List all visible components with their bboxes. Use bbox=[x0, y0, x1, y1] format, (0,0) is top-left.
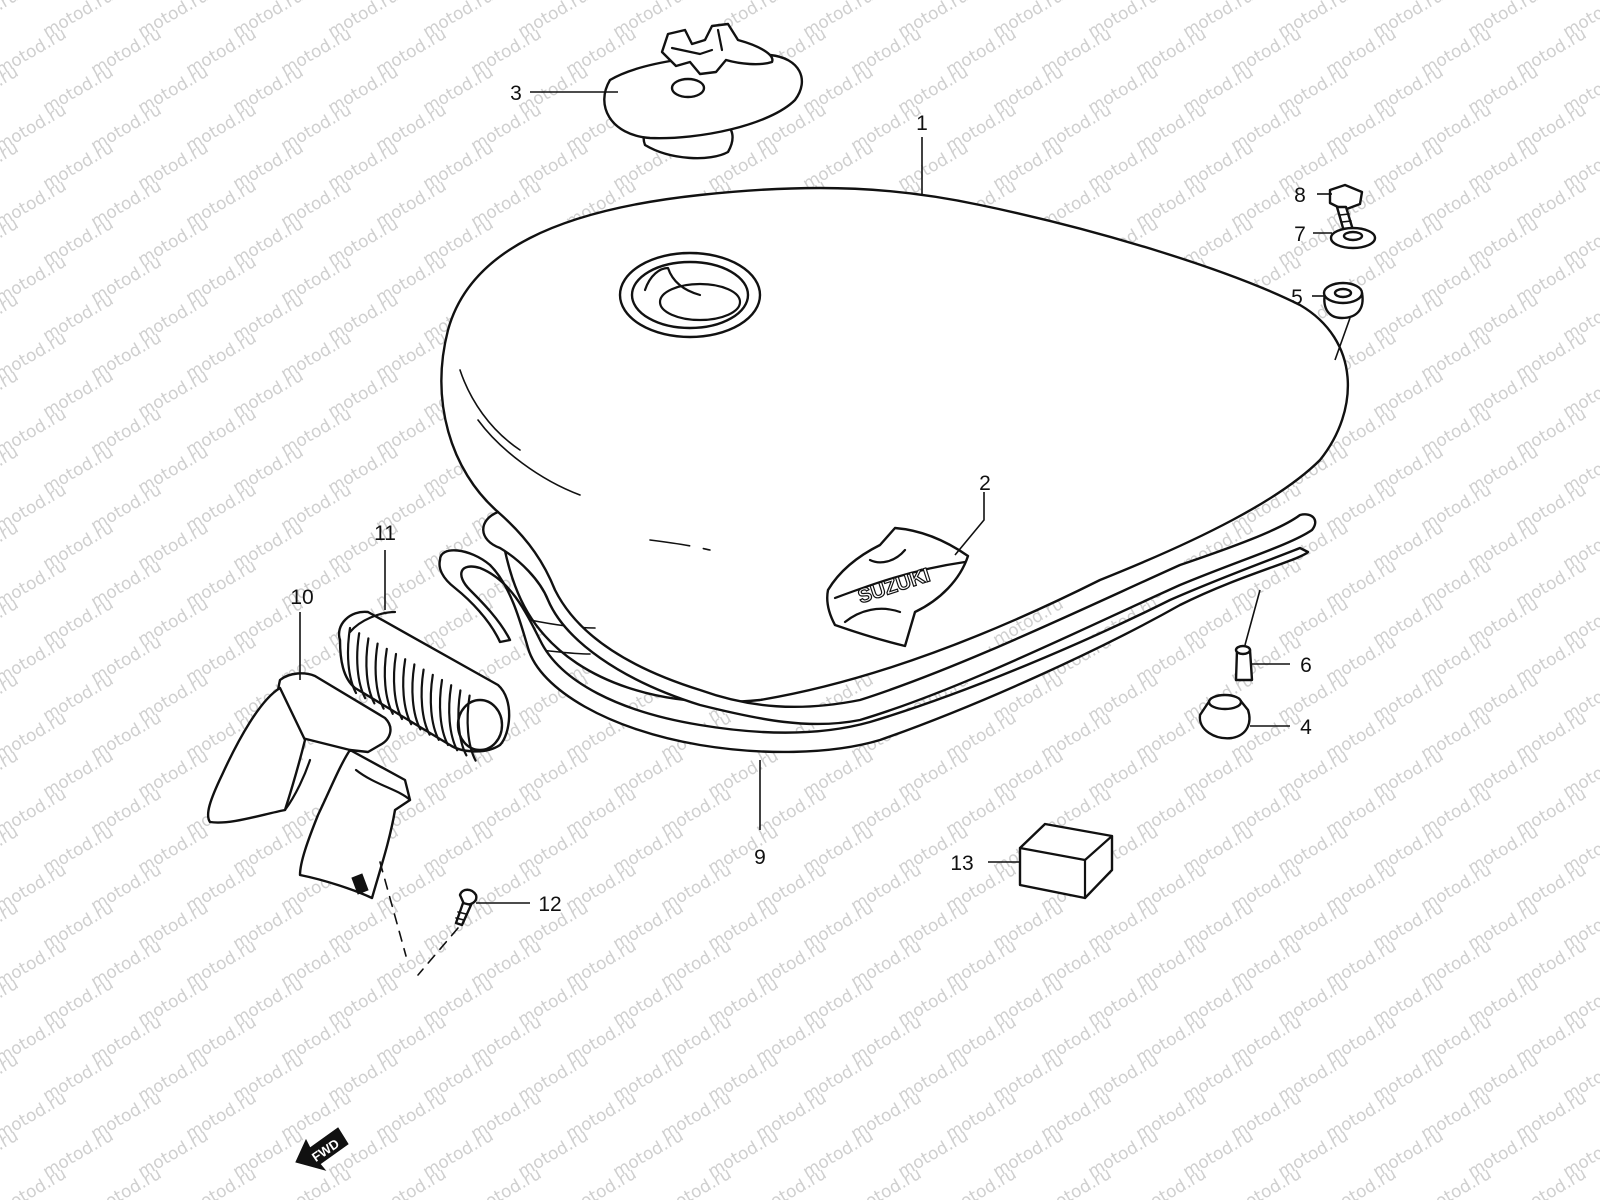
cushion-upper bbox=[1322, 281, 1364, 320]
watermark-text: motod.ru bbox=[1418, 1164, 1496, 1200]
pad-rib bbox=[365, 637, 376, 705]
spacer bbox=[1234, 644, 1254, 682]
leader-lines bbox=[299, 91, 1351, 904]
block bbox=[1018, 822, 1114, 900]
callout-1: 1 bbox=[916, 112, 928, 135]
tank-emblem: SUZUKI bbox=[826, 526, 970, 648]
callout-8: 8 bbox=[1294, 184, 1306, 207]
watermark-text: motod.ru bbox=[1513, 1164, 1591, 1200]
pad-rib bbox=[420, 668, 431, 736]
watermark-text: motod.ru bbox=[0, 1164, 70, 1200]
watermark-text: motod.ru bbox=[183, 1164, 261, 1200]
watermark-text: motod.ru bbox=[0, 0, 22, 42]
callout-9: 9 bbox=[754, 846, 766, 869]
pad-rib bbox=[466, 694, 477, 762]
pad-rib bbox=[448, 684, 459, 752]
bolt bbox=[1328, 183, 1364, 244]
fuel-cap bbox=[603, 22, 804, 160]
screw bbox=[379, 861, 478, 976]
watermark-text: motod.ru bbox=[563, 1164, 641, 1200]
watermark-text: motod.ru bbox=[468, 1164, 546, 1200]
watermark-text: motod.ru bbox=[373, 1164, 451, 1200]
filler-neck bbox=[618, 251, 762, 339]
pad-rib bbox=[346, 626, 358, 695]
callout-10: 10 bbox=[290, 586, 313, 609]
callout-6: 6 bbox=[1300, 654, 1312, 677]
callout-11: 11 bbox=[374, 522, 396, 545]
pad-rib bbox=[457, 689, 468, 757]
pad-rib bbox=[429, 673, 440, 741]
pad-rib bbox=[383, 647, 394, 715]
callout-5: 5 bbox=[1291, 286, 1303, 309]
tank-trim bbox=[438, 510, 1317, 754]
watermark-text: motod.ru bbox=[1133, 1164, 1211, 1200]
callout-labels: 1 2 3 4 5 6 7 8 9 10 11 12 13 bbox=[290, 82, 1312, 916]
watermark-text: motod.ru bbox=[848, 1164, 926, 1200]
callout-7: 7 bbox=[1294, 223, 1306, 246]
callout-12: 12 bbox=[538, 893, 561, 916]
washer bbox=[1329, 226, 1377, 250]
callout-13: 13 bbox=[950, 852, 973, 875]
watermark-text: motod.ru bbox=[1038, 1164, 1116, 1200]
pad-rib bbox=[402, 658, 413, 726]
watermark-text: motod.ru bbox=[1323, 1164, 1401, 1200]
rubber-pad bbox=[337, 610, 511, 762]
pad-rib bbox=[356, 632, 367, 700]
pad-rib bbox=[438, 678, 450, 747]
watermark-text: motod.ru bbox=[88, 1164, 166, 1200]
callout-4: 4 bbox=[1300, 716, 1312, 739]
callout-2: 2 bbox=[979, 472, 991, 495]
watermark-text: motod.ru bbox=[753, 1164, 831, 1200]
callout-3: 3 bbox=[510, 82, 522, 105]
watermark-text: motod.ru bbox=[943, 1164, 1021, 1200]
watermark-text: motod.ru bbox=[658, 1164, 736, 1200]
pad-rib bbox=[411, 663, 422, 731]
pad-ribs bbox=[346, 626, 477, 762]
pad-rib bbox=[374, 642, 385, 710]
cushion-lower bbox=[1198, 693, 1251, 740]
watermark-text: motod.ru bbox=[278, 1164, 356, 1200]
bracket bbox=[206, 672, 412, 900]
watermark-text: motod.ru bbox=[1228, 1164, 1306, 1200]
pad-rib bbox=[392, 652, 404, 721]
